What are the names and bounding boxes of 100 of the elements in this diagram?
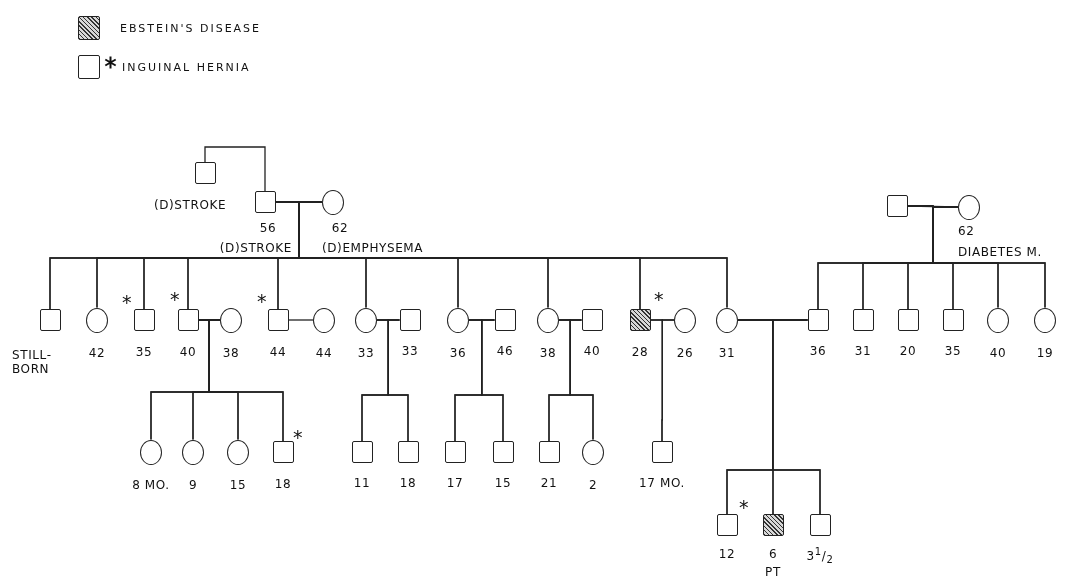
female-symbol [355,307,377,333]
age-label: (D)EMPHYSEMA [322,240,424,256]
male-symbol [194,162,216,184]
male-symbol [397,441,419,463]
age-label: 33 [401,343,419,359]
male-symbol [716,514,738,536]
pedigree-line [204,146,266,192]
age-label: (D)STROKE [153,197,227,213]
age-label: 35 [944,343,962,359]
pedigree-line [481,319,504,442]
age-label: 42 [88,345,106,360]
hernia-mark: * [121,292,133,312]
age-label: 40 [179,344,197,360]
age-label: 44 [269,344,287,360]
age-label: PT [765,564,781,580]
male-symbol [254,191,276,213]
age-label: 26 [676,345,694,360]
female-symbol [182,439,204,465]
male-symbol [267,309,289,331]
age-label: 44 [315,345,333,360]
age-label: 2 [588,477,598,492]
age-label: 19 [1036,345,1054,360]
pedigree-line [932,206,1046,309]
age-label: 9 [188,477,198,492]
male-symbol [444,441,466,463]
age-label: 46 [496,343,514,359]
age-label: 38 [222,345,240,360]
age-label: 8 MO. [132,477,170,492]
female-symbol [582,439,604,465]
male-symbol [39,309,61,331]
age-label: 33 [357,345,375,360]
male-symbol [492,441,514,463]
age-label: DIABETES M. [958,244,1042,260]
legend-label: EBSTEIN'S DISEASE [120,21,262,35]
age-label: STILL- BORN [12,347,53,377]
male-symbol [852,309,874,331]
male-symbol [897,309,919,331]
hernia-mark: * [292,427,304,447]
female-symbol [227,439,249,465]
age-label: 38 [539,345,557,360]
age-label: 20 [899,343,917,359]
pedigree-line [772,319,821,515]
age-label: 36 [809,343,827,359]
male-symbol [809,514,831,536]
affected-male-symbol [762,514,784,536]
female-symbol [86,307,108,333]
age-label: 15 [229,477,247,492]
age-label: 15 [494,475,512,491]
age-label: 18 [274,476,292,492]
age-label: 18 [399,475,417,491]
male-symbol [494,309,516,331]
male-symbol [581,309,603,331]
female-symbol [140,439,162,465]
female-symbol [674,307,696,333]
age-label: 31 [854,343,872,359]
male-symbol [807,309,829,331]
hernia-mark: * [256,291,268,311]
age-label: 36 [449,345,467,360]
pedigree-line [387,319,409,442]
age-label: 3$^{1}$/$_{2}$ [806,545,834,567]
pedigree-line [661,319,675,442]
age-label: 62 [958,223,975,239]
hernia-mark: * [653,289,665,309]
male-symbol [538,441,560,463]
pedigree-line [569,319,594,441]
female-symbol [322,189,344,215]
age-label: 35 [135,344,153,360]
age-label: (D)STROKE [219,240,292,256]
age-label: 6 [768,546,778,562]
female-symbol [958,194,980,220]
male-symbol [351,441,373,463]
hernia-mark: * [738,497,750,517]
age-label: 40 [583,343,601,359]
male-symbol [651,441,673,463]
age-label: 17 MO. [639,475,685,491]
female-symbol [313,307,335,333]
female-symbol [987,307,1009,333]
hernia-mark: * [169,289,181,309]
age-label: 28 [631,344,649,360]
age-label: 17 [446,475,464,491]
legend-label: INGUINAL HERNIA [122,60,251,74]
age-label: 21 [540,475,558,491]
female-symbol [220,307,242,333]
age-label: 11 [353,475,371,491]
age-label: 12 [718,546,736,562]
affected-male-symbol [629,309,651,331]
male-symbol [942,309,964,331]
female-symbol [537,307,559,333]
age-label: 40 [989,345,1007,360]
male-symbol [272,441,294,463]
male-symbol [133,309,155,331]
female-symbol [447,307,469,333]
age-label: 62 [331,220,349,236]
pedigree-line [287,319,314,321]
age-label: 56 [259,220,277,236]
male-symbol [177,309,199,331]
female-symbol [716,307,738,333]
age-label: 31 [718,345,736,360]
female-symbol [1034,307,1056,333]
male-symbol [886,195,908,217]
